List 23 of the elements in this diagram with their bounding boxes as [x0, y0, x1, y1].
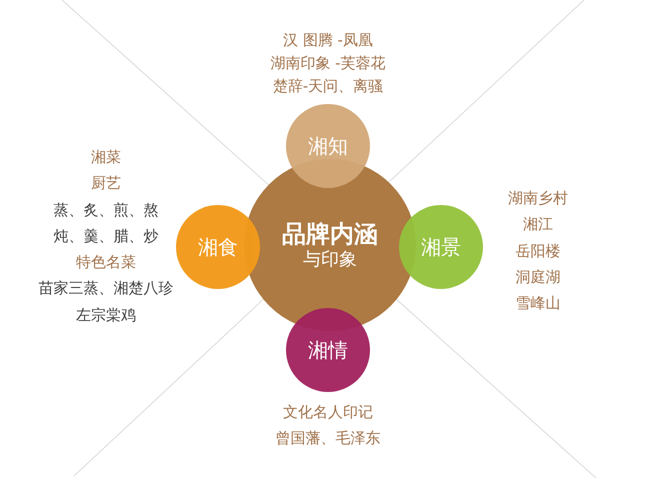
side-text: 曾国藩、毛泽东 [276, 428, 380, 449]
side-text: 苗家三蒸、湘楚八珍 [38, 278, 174, 300]
side-text: 厨艺 [91, 173, 121, 194]
side-text: 炖、羹、腊、炒 [54, 226, 158, 247]
side-text: 岳阳楼 [516, 240, 560, 262]
side-text: 湖南印象 -芙蓉花 [270, 53, 386, 74]
side-text: 湘江 [523, 214, 553, 236]
side-text: 文化名人印记 [283, 402, 373, 423]
side-text: 特色名菜 [76, 252, 136, 274]
side-text: 湖南乡村 [508, 188, 568, 209]
side-text: 洞庭湖 [516, 266, 560, 288]
side-text: 湘菜 [91, 147, 121, 168]
node-text: 湘食 [198, 234, 238, 260]
node-text: 湘情 [308, 338, 348, 362]
node-text: 品牌内涵 [282, 218, 378, 249]
node-text: 与印象 [303, 248, 357, 272]
node-text: 湘知 [308, 134, 348, 158]
side-text: 楚辞-天问、离骚 [272, 76, 384, 97]
side-text: 左宗棠鸡 [76, 304, 136, 326]
node-text: 湘景 [421, 234, 461, 260]
side-text: 汉 图腾 -凤凰 [283, 30, 373, 51]
side-text: 雪峰山 [516, 293, 560, 314]
side-text: 蒸、炙、煎、熬 [54, 200, 158, 221]
